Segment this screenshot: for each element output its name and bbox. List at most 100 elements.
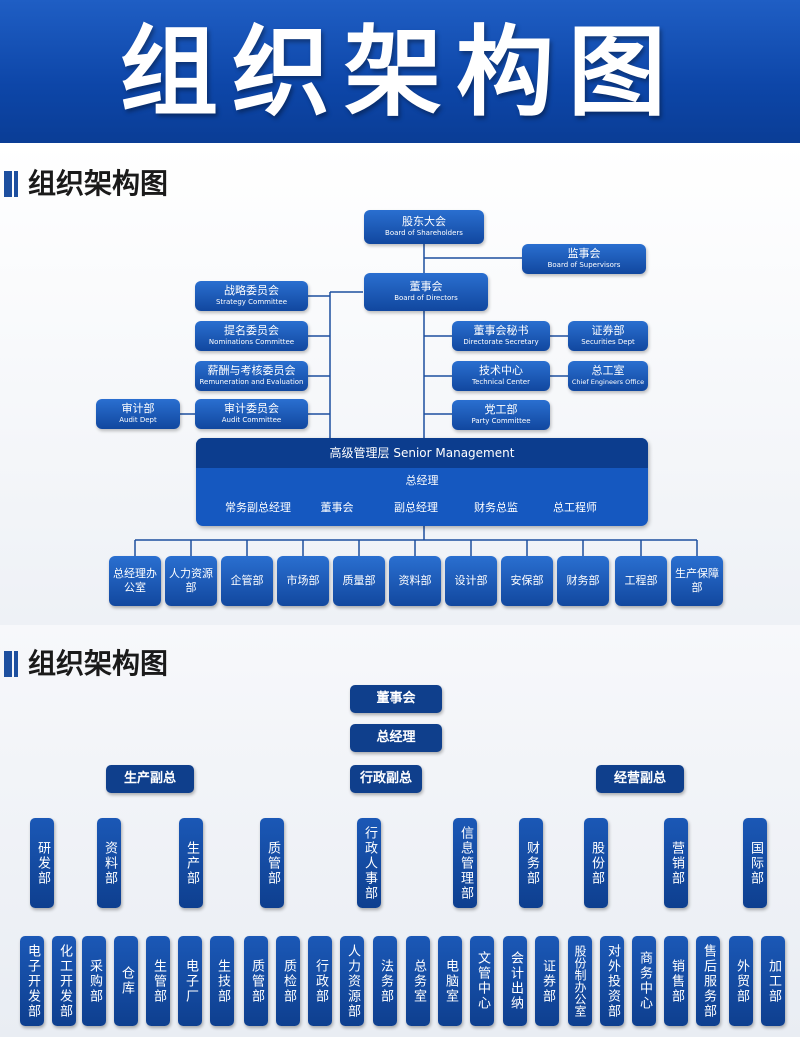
vp-box: 生产副总 [106, 765, 194, 793]
unit-box: 销售部 [664, 936, 688, 1026]
dept-label: 研发部 [35, 840, 50, 886]
unit-label: 行政部 [313, 958, 328, 1004]
unit-label: 会计出纳 [508, 951, 523, 1011]
dept-label: 股份部 [589, 840, 604, 886]
senior-management-gm: 总经理 [405, 474, 439, 487]
supervisors-label: 监事会 [567, 247, 601, 260]
dept-label: 质管部 [265, 840, 280, 886]
committee-label-en: Strategy Committee [215, 298, 288, 306]
department-box: 质量部 [333, 556, 385, 606]
unit-box: 电脑室 [438, 936, 462, 1026]
unit-label: 外贸部 [734, 958, 749, 1004]
party-committee-box: 党工部 Party Committee [452, 400, 550, 430]
dept-box: 行政人事部 [357, 818, 381, 908]
dept-label: 行政人事部 [362, 825, 377, 901]
unit-label: 法务部 [378, 958, 393, 1004]
unit-label: 对外投资部 [605, 943, 620, 1019]
unit-box: 电子开发部 [20, 936, 44, 1026]
unit-box: 加工部 [761, 936, 785, 1026]
dept-box: 信息管理部 [453, 818, 477, 908]
directorate-secretary-box: 董事会秘书 Directorate Secretary [452, 321, 550, 351]
unit-box: 对外投资部 [600, 936, 624, 1026]
vp-box: 经营副总 [596, 765, 684, 793]
chief-engineers-office-box: 总工室 Chief Engineers Office [568, 361, 648, 391]
directors-label: 董事会 [409, 280, 443, 293]
department-box: 资料部 [389, 556, 441, 606]
committee-label: 战略委员会 [224, 284, 279, 297]
committee-label-en: Nominations Committee [208, 338, 295, 346]
unit-box: 文管中心 [470, 936, 494, 1026]
committee-label-en: Remuneration and Evaluation [199, 378, 304, 386]
technical-center-box: 技术中心 Technical Center [452, 361, 550, 391]
unit-box: 人力资源部 [340, 936, 364, 1026]
department-box: 工程部 [615, 556, 667, 606]
department-box: 设计部 [445, 556, 497, 606]
dept-box: 资料部 [97, 818, 121, 908]
dept-label: 营销部 [669, 840, 684, 886]
department-box: 市场部 [277, 556, 329, 606]
shareholders-label: 股东大会 [402, 215, 446, 228]
unit-label-en: Technical Center [472, 378, 530, 386]
unit-label: 电脑室 [443, 958, 458, 1004]
unit-label: 董事会秘书 [473, 324, 529, 337]
unit-label: 化工开发部 [57, 943, 72, 1019]
dept-label: 资料部 [102, 840, 117, 886]
unit-label: 证券部 [540, 958, 555, 1004]
senior-management-item: 财务总监 [474, 501, 518, 514]
department-box: 财务部 [557, 556, 609, 606]
unit-label: 加工部 [766, 958, 781, 1004]
vp-box: 行政副总 [350, 765, 422, 793]
unit-label: 质检部 [281, 958, 296, 1004]
department-box: 人力资源部 [165, 556, 217, 606]
chart1-heading-text: 组织架构图 [28, 167, 169, 200]
senior-management-panel: 高级管理层 Senior Management 总经理 常务副总经理 董事会 副… [196, 438, 648, 526]
dept-box: 生产部 [179, 818, 203, 908]
unit-box: 行政部 [308, 936, 332, 1026]
unit-box: 生管部 [146, 936, 170, 1026]
unit-label: 采购部 [87, 958, 102, 1004]
unit-box: 生技部 [210, 936, 234, 1026]
unit-box: 会计出纳 [503, 936, 527, 1026]
unit-label: 电子开发部 [25, 943, 40, 1019]
unit-box: 外贸部 [729, 936, 753, 1026]
dept-box: 质管部 [260, 818, 284, 908]
unit-label-en: Chief Engineers Office [571, 378, 645, 386]
unit-label: 股份制办公室 [573, 945, 587, 1017]
supervisors-label-en: Board of Supervisors [547, 261, 621, 269]
dept-box: 股份部 [584, 818, 608, 908]
committee-label-en: Audit Committee [221, 416, 282, 424]
unit-label: 人力资源部 [345, 943, 360, 1019]
unit-label: 仓库 [119, 966, 134, 996]
unit-box: 电子厂 [178, 936, 202, 1026]
shareholders-box: 股东大会 Board of Shareholders [364, 210, 484, 244]
senior-management-item: 总工程师 [553, 501, 597, 514]
dept-label: 国际部 [748, 840, 763, 886]
securities-dept-box: 证券部 Securities Dept [568, 321, 648, 351]
chart2-board-box: 董事会 [350, 685, 442, 713]
senior-management-item: 董事会 [320, 501, 354, 514]
senior-management-title: 高级管理层 Senior Management [196, 438, 648, 468]
department-box: 生产保障部 [671, 556, 723, 606]
dept-box: 营销部 [664, 818, 688, 908]
unit-box: 证券部 [535, 936, 559, 1026]
directors-label-en: Board of Directors [394, 294, 458, 302]
committee-remuneration: 薪酬与考核委员会 Remuneration and Evaluation [195, 361, 308, 391]
shareholders-label-en: Board of Shareholders [385, 229, 463, 237]
committee-label: 提名委员会 [224, 324, 279, 337]
unit-label: 销售部 [669, 958, 684, 1004]
dept-label: 信息管理部 [458, 825, 473, 901]
unit-box: 商务中心 [632, 936, 656, 1026]
unit-label: 总工室 [591, 364, 625, 377]
unit-label: 生技部 [215, 958, 230, 1004]
dept-label: 生产部 [184, 840, 199, 886]
unit-box: 质检部 [276, 936, 300, 1026]
chart1-section: 组织架构图 [0, 143, 800, 625]
unit-label: 商务中心 [637, 951, 652, 1011]
committee-audit: 审计委员会 Audit Committee [195, 399, 308, 429]
dept-box: 研发部 [30, 818, 54, 908]
unit-label: 生管部 [151, 958, 166, 1004]
unit-box: 售后服务部 [696, 936, 720, 1026]
senior-management-item: 常务副总经理 [225, 501, 291, 514]
chart2-gm-box: 总经理 [350, 724, 442, 752]
department-box: 总经理办公室 [109, 556, 161, 606]
